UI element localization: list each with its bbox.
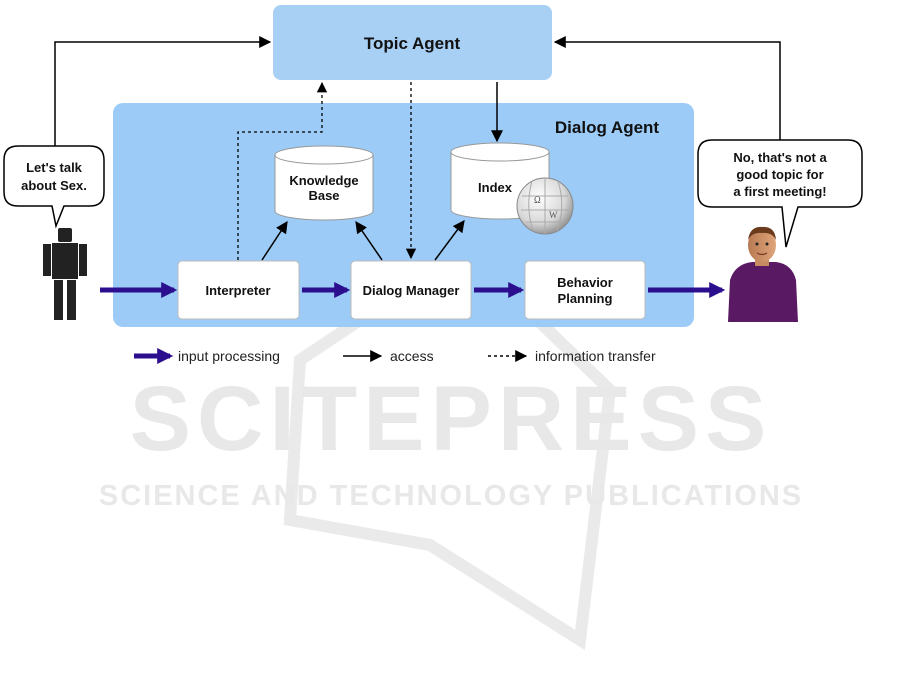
behavior-planning-box [525,261,645,319]
legend-information-transfer-label: information transfer [535,348,656,364]
user-figure-icon [43,228,87,320]
agent-bubble-line-1: No, that's not a [733,150,827,165]
watermark-title: SCITEPRESS [130,368,773,470]
behavior-planning-label-2: Planning [558,291,613,306]
knowledge-base-cylinder: Knowledge Base [275,146,373,220]
index-label: Index [478,180,513,195]
dialog-manager-label: Dialog Manager [363,283,460,298]
svg-text:Ω: Ω [534,195,541,205]
user-bubble-line-2: about Sex. [21,178,87,193]
dialog-agent-label: Dialog Agent [555,118,660,137]
knowledge-base-label-1: Knowledge [289,173,358,188]
agent-speech-bubble: No, that's not a good topic for a first … [698,140,862,247]
knowledge-base-label-2: Base [308,188,339,203]
legend-access-label: access [390,348,434,364]
legend: input processing access information tran… [134,348,656,364]
interpreter-label: Interpreter [205,283,270,298]
agent-bubble-line-3: a first meeting! [733,184,826,199]
behavior-planning-label-1: Behavior [557,275,613,290]
svg-text:W: W [549,210,558,220]
globe-icon: Ω W [517,178,573,234]
agent-bubble-line-2: good topic for [736,167,823,182]
legend-input-processing-label: input processing [178,348,280,364]
user-bubble-line-1: Let's talk [26,160,83,175]
user-speech-bubble: Let's talk about Sex. [4,146,104,226]
watermark-subtitle: SCIENCE AND TECHNOLOGY PUBLICATIONS [99,480,803,512]
topic-agent-label: Topic Agent [364,34,461,53]
